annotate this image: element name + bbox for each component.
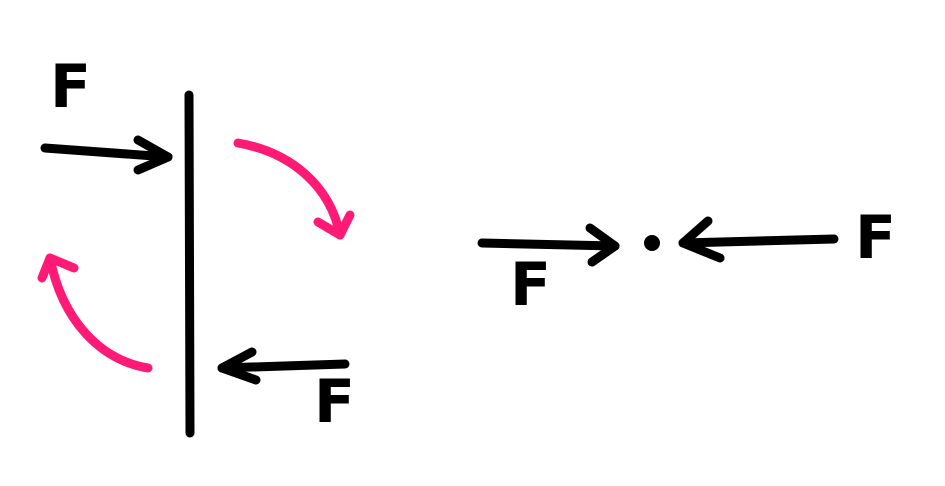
force-arrow-right-to-dot (477, 223, 620, 267)
point-dot (644, 235, 660, 251)
force-arrow-right-top (40, 135, 173, 175)
force-label-top-left: F (50, 52, 91, 122)
force-label-right-of-dot: F (855, 203, 896, 273)
force-arrow-left-bottom (217, 347, 350, 385)
force-label-left-of-dot: F (510, 250, 551, 320)
couple-on-bar-scene: F F (37, 52, 355, 438)
vertical-bar (184, 90, 195, 438)
force-label-bottom-right: F (314, 367, 355, 437)
rotation-arrow-top-right (233, 138, 355, 240)
opposing-forces-on-point-scene: F F (477, 203, 896, 320)
force-arrow-left-to-dot (678, 216, 839, 263)
rotation-arrow-bottom-left (37, 253, 153, 373)
